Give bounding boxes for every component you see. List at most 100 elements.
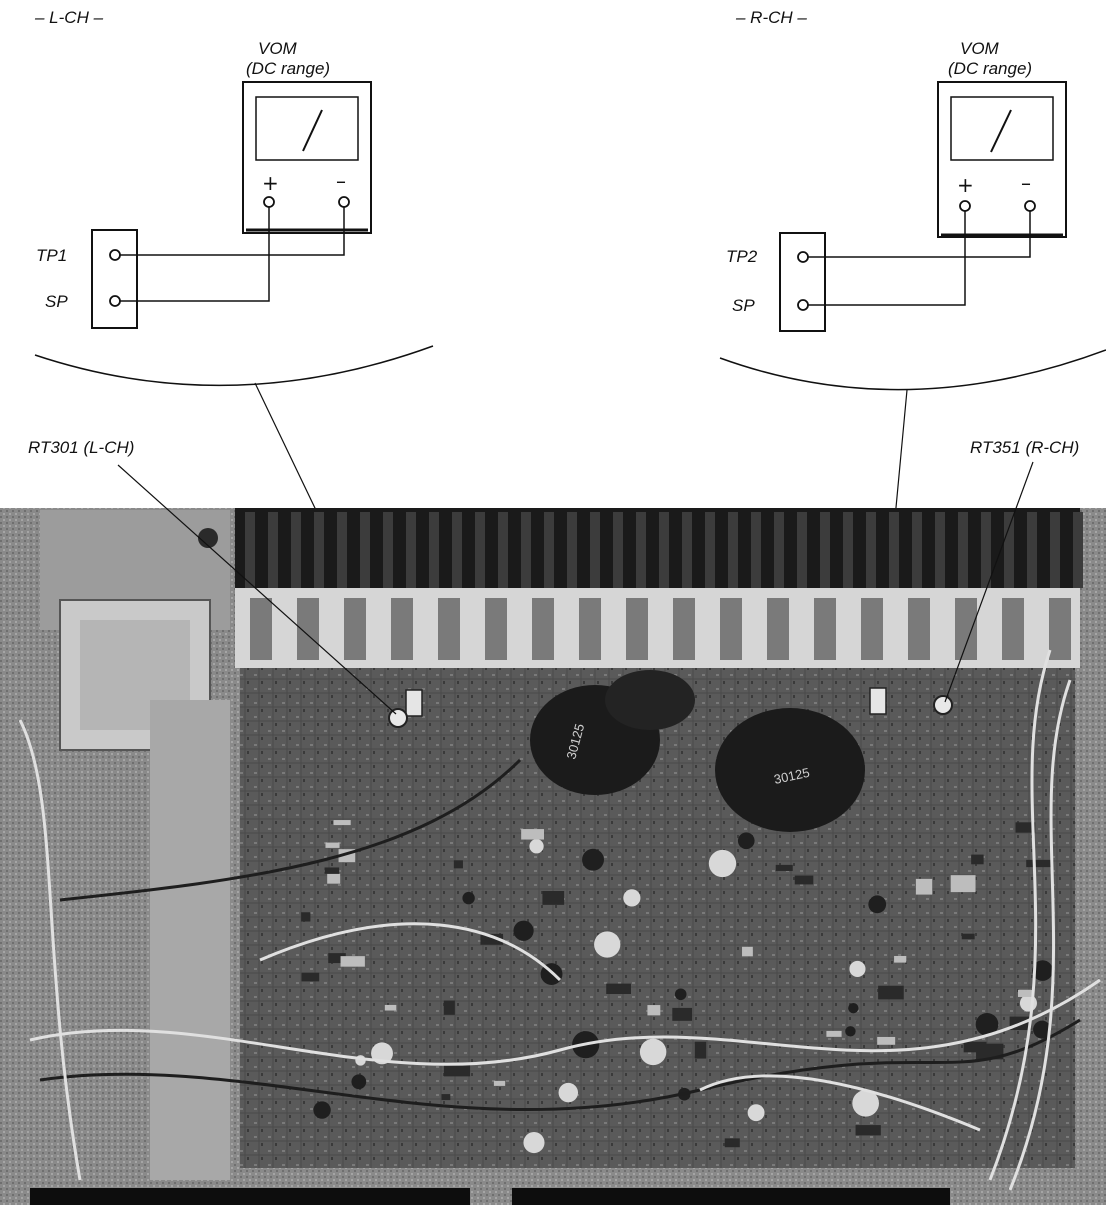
heat-sink-fin (682, 512, 692, 588)
heat-sink-fin (1050, 512, 1060, 588)
heat-sink (235, 508, 1083, 668)
board-component (848, 1002, 859, 1014)
heat-sink-slot (767, 598, 789, 660)
heat-sink-slot (814, 598, 836, 660)
board-component (672, 1007, 693, 1021)
left-meter-plus-terminal (263, 196, 275, 208)
heat-sink-slot (485, 598, 507, 660)
right-channel-diagram: – R-CH – VOM (DC range) + – TP2 SP (719, 8, 1106, 701)
board-component (441, 1094, 451, 1101)
left-wiring (120, 207, 345, 302)
board-component (647, 1005, 661, 1016)
board-component (327, 873, 341, 884)
board-component (794, 875, 814, 885)
board-component (868, 895, 887, 914)
board-component (639, 1038, 667, 1066)
tp1-terminal (109, 249, 121, 261)
transformer-area (40, 510, 230, 1180)
heat-sink-fin (567, 512, 577, 588)
left-meter-minus-terminal (338, 196, 350, 208)
board-component (594, 931, 621, 958)
board-component (775, 864, 793, 871)
board-component (384, 1004, 397, 1011)
right-meter-minus-terminal (1024, 200, 1036, 212)
right-vom-meter: + – (937, 81, 1067, 238)
heat-sink-fin (705, 512, 715, 588)
board-component (325, 842, 340, 848)
board-component (443, 1064, 471, 1077)
board-component (845, 1026, 856, 1037)
heat-sink-fin (958, 512, 968, 588)
tp2-terminal (797, 251, 809, 263)
right-terminal-block (779, 232, 826, 332)
board-component (521, 829, 544, 840)
left-meter-plus: + (262, 171, 279, 195)
left-meter-needle (302, 109, 323, 152)
heat-sink-fin (314, 512, 324, 588)
board-component (333, 820, 351, 826)
board-component (324, 867, 340, 874)
heat-sink-fin (406, 512, 416, 588)
board-component (737, 832, 755, 850)
board-component (724, 1138, 740, 1148)
heat-sink-slot (344, 598, 366, 660)
left-channel-diagram: – L-CH – VOM (DC range) + – TP1 SP (34, 8, 434, 703)
board-component (480, 933, 504, 945)
heat-sink-fin (498, 512, 508, 588)
board-component (961, 933, 975, 940)
right-callout-arc (719, 349, 1106, 391)
board-component (301, 912, 311, 922)
board-component (849, 960, 866, 978)
heat-sink-fin (774, 512, 784, 588)
right-sp-label: SP (732, 296, 755, 315)
left-terminal-block (91, 229, 138, 329)
left-vom-title: VOM (258, 39, 298, 58)
tp1-board-location (405, 689, 423, 717)
right-meter-needle (990, 109, 1012, 153)
board-component (975, 1012, 999, 1036)
heat-sink-fin (590, 512, 600, 588)
board-component (1018, 989, 1034, 997)
heat-sink-fin (544, 512, 554, 588)
board-component (351, 1074, 367, 1090)
left-channel-heading: – L-CH – (34, 8, 104, 27)
right-meter-plus: + (957, 173, 974, 197)
heat-sink-fin (820, 512, 830, 588)
heat-sink-slot (1049, 598, 1071, 660)
right-sp-terminal (797, 299, 809, 311)
heat-sink-fin (452, 512, 462, 588)
board-component (826, 1030, 842, 1037)
heat-sink-fin (659, 512, 669, 588)
board-component (493, 1080, 506, 1086)
board-component (894, 955, 907, 963)
rt301-label: RT301 (L-CH) (28, 438, 134, 457)
board-component (708, 849, 737, 878)
heat-sink-fin (751, 512, 761, 588)
heat-sink-fin (475, 512, 485, 588)
heat-sink-fin (521, 512, 531, 588)
board-component (523, 1132, 545, 1154)
board-component (915, 878, 933, 895)
left-meter-minus: – (336, 169, 346, 193)
left-meter-dial (255, 96, 359, 161)
heat-sink-fin (429, 512, 439, 588)
right-vom-title: VOM (960, 39, 1000, 58)
board-component (963, 1041, 987, 1053)
right-vom-range: (DC range) (948, 59, 1032, 78)
heat-sink-slot (908, 598, 930, 660)
board-component (558, 1082, 579, 1103)
rt301-trimmer (388, 708, 408, 728)
right-meter-plus-terminal (959, 200, 971, 212)
heat-sink-slot (626, 598, 648, 660)
left-callout-arc (34, 345, 434, 387)
heat-sink-fin (728, 512, 738, 588)
heat-sink-fin (337, 512, 347, 588)
heat-sink-fin (935, 512, 945, 588)
heat-sink-fin (843, 512, 853, 588)
heat-sink-fin (613, 512, 623, 588)
heat-sink-slot (955, 598, 977, 660)
board-component (623, 889, 641, 907)
board-component (674, 988, 687, 1001)
heat-sink-fin (1027, 512, 1037, 588)
